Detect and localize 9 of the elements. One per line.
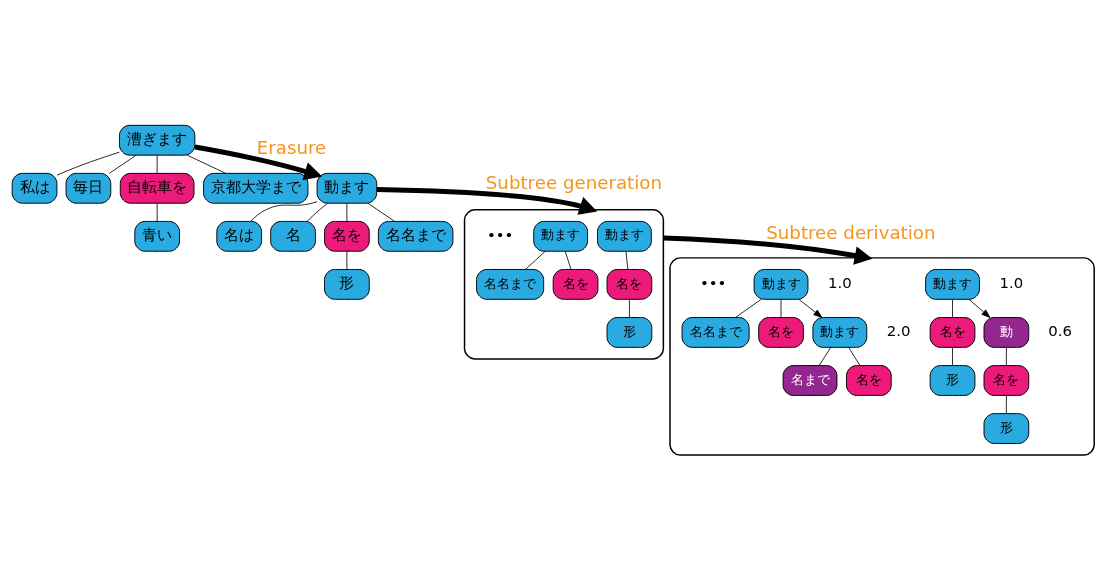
label: •••	[486, 225, 514, 244]
label: •••	[699, 274, 727, 293]
node-label: 1.0	[827, 274, 852, 293]
node-label: 1.0	[999, 274, 1024, 293]
edge-label: Erasure	[256, 136, 327, 158]
node-label: 0.6	[1048, 322, 1073, 341]
edge-label: Subtree derivation	[766, 221, 936, 243]
node-label: 2.0	[886, 322, 911, 341]
edge-label: Subtree generation	[485, 171, 663, 193]
